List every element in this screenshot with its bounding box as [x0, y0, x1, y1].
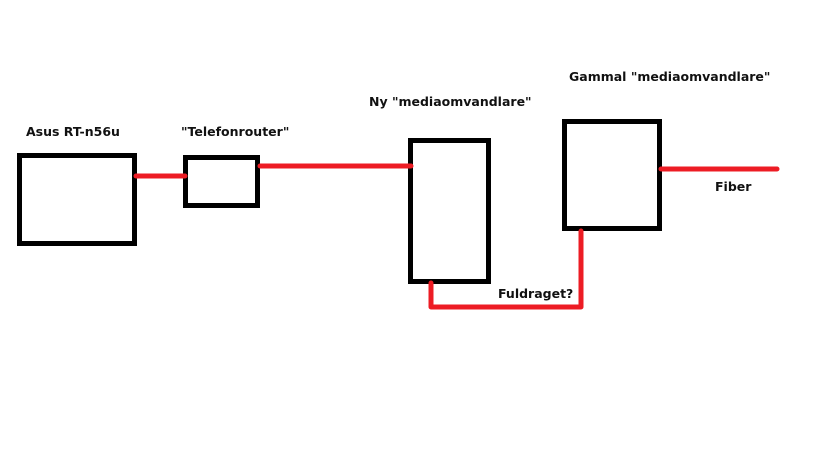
fuldraget-label: Fuldraget? [498, 286, 573, 301]
gammal-mediaomvandlare-label: Gammal "mediaomvandlare" [569, 69, 770, 84]
cable-fuldraget [428, 228, 584, 310]
asus-router-box [17, 153, 137, 246]
ny-mediaomvandlare-box [408, 138, 491, 284]
ny-mediaomvandlare-label: Ny "mediaomvandlare" [369, 94, 532, 109]
telefonrouter-label: "Telefonrouter" [181, 124, 289, 139]
fiber-label: Fiber [715, 179, 752, 194]
gammal-mediaomvandlare-box [562, 119, 662, 231]
asus-label: Asus RT-n56u [26, 124, 120, 139]
telefonrouter-box [183, 155, 260, 208]
